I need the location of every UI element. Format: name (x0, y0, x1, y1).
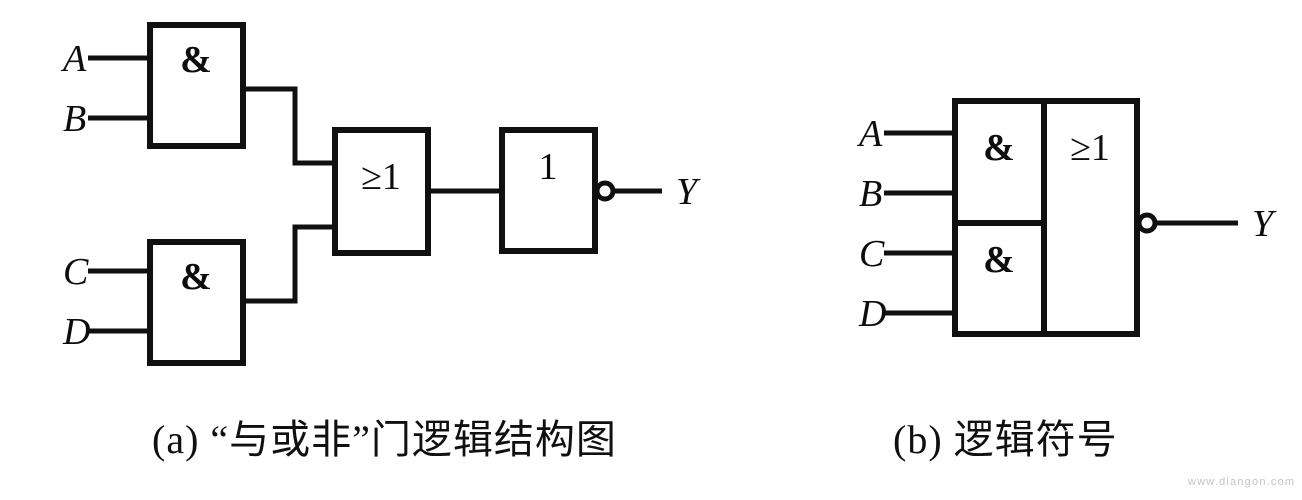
input-label-b: B (63, 98, 86, 140)
input-label-d: D (62, 311, 90, 353)
not-gate-symbol: 1 (539, 146, 558, 188)
inversion-bubble-b-icon (1136, 212, 1158, 234)
and-gate-top-symbol: & (180, 39, 212, 81)
caption-a: (a) “与或非”门逻辑结构图 (152, 417, 617, 462)
wire-and-top-to-or (243, 86, 337, 166)
watermark: www.diangon.com (1188, 476, 1296, 488)
and-gate-top-box (147, 22, 246, 149)
b-input-label-c: C (859, 233, 885, 275)
and-cell-top-symbol: & (983, 127, 1015, 169)
or-gate-symbol: ≥1 (361, 156, 401, 198)
b-input-label-a: A (856, 113, 883, 155)
caption-b: (b) 逻辑符号 (893, 417, 1118, 462)
diagram-a-group: & & ≥1 1 A B C D Y (60, 22, 701, 366)
output-label-y: Y (676, 171, 701, 213)
and-cell-bottom-symbol: & (983, 239, 1015, 281)
b-output-label-y: Y (1252, 203, 1277, 245)
input-label-c: C (63, 251, 89, 293)
input-label-a: A (60, 38, 87, 80)
wire-and-bottom-to-or (243, 224, 337, 304)
b-input-label-b: B (859, 173, 882, 215)
inversion-bubble-icon (594, 180, 616, 202)
or-cell-symbol: ≥1 (1070, 127, 1110, 169)
and-gate-bottom-symbol: & (180, 256, 212, 298)
diagram-b-group: & & ≥1 A B C D Y (856, 98, 1277, 337)
b-input-label-d: D (858, 293, 886, 335)
